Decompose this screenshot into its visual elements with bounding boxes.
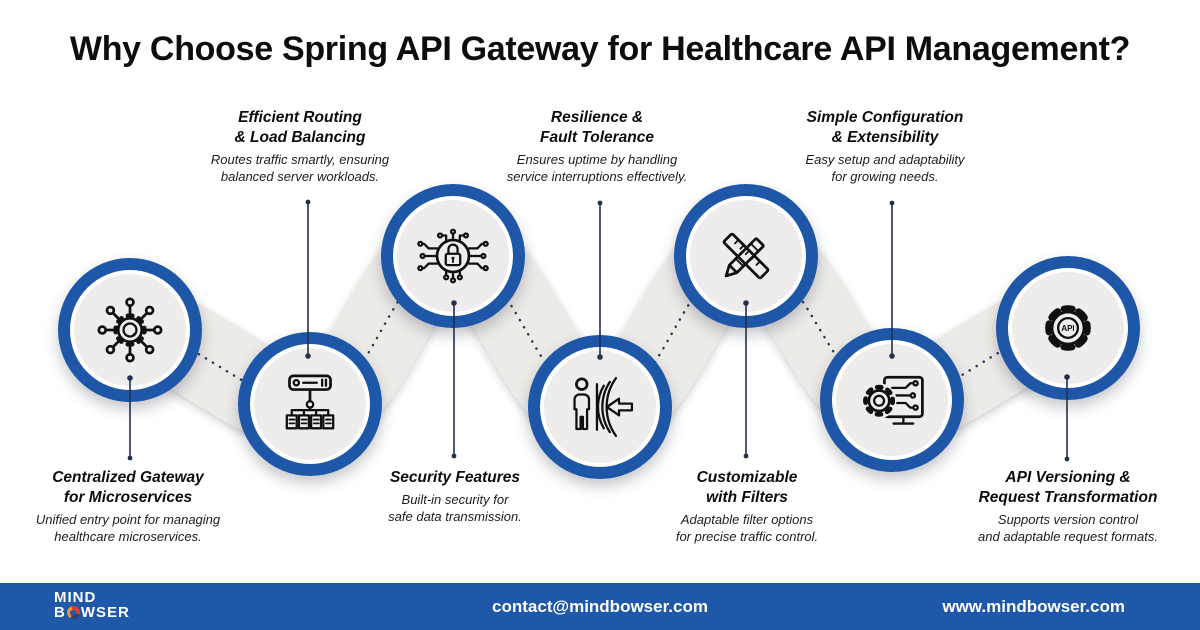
circle-gray-fill: API [1012,272,1124,384]
feature-circle-security-features [381,184,525,328]
circuit-lock-icon [417,228,489,284]
feature-circle-centralized-gateway [58,258,202,402]
feature-label-resilience: Resilience &Fault Tolerance Ensures upti… [447,108,747,185]
circle-white-ring: API [1008,268,1128,388]
circle-white-ring [832,340,952,460]
api-icon-text: API [1061,324,1074,333]
contact-email[interactable]: contact@mindbowser.com [492,597,708,616]
circle-white-ring [70,270,190,390]
circle-gray-fill [544,351,656,463]
feature-label-efficient-routing: Efficient Routing& Load Balancing Routes… [150,108,450,185]
feature-title: Resilience &Fault Tolerance [540,109,654,146]
website-link[interactable]: www.mindbowser.com [942,597,1125,616]
feature-circle-api-versioning: API [996,256,1140,400]
feature-circle-customizable-filters [674,184,818,328]
circle-gray-fill [254,348,366,460]
feature-circle-efficient-routing [238,332,382,476]
circle-gray-fill [397,200,509,312]
load-balancer-icon [285,374,335,430]
circle-gray-fill [74,274,186,386]
circle-white-ring [393,196,513,316]
circle-white-ring [686,196,806,316]
person-shield-arrow-icon [573,376,634,438]
pencil-ruler-icon [722,232,770,280]
feature-title: Security Features [389,469,521,486]
feature-circle-resilience [528,335,672,479]
api-gear-icon: API [1045,305,1091,351]
feature-title: Efficient Routing& Load Balancing [234,109,366,146]
logo-text-mind: MIND [54,589,97,606]
logo-o-swirl-icon [66,606,80,619]
page-title: Why Choose Spring API Gateway for Health… [69,30,1131,68]
feature-label-api-versioning: API Versioning &Request Transformation S… [918,468,1200,545]
gear-monitor-icon [861,375,924,425]
circle-gray-fill [836,344,948,456]
feature-title: API Versioning &Request Transformation [978,469,1158,506]
feature-circle-simple-configuration [820,328,964,472]
circle-white-ring [250,344,370,464]
feature-title: Simple Configuration& Extensibility [806,109,964,146]
circle-gray-fill [690,200,802,312]
circle-white-ring [540,347,660,467]
feature-label-simple-configuration: Simple Configuration& Extensibility Easy… [735,108,1035,185]
hub-network-icon [97,297,163,363]
